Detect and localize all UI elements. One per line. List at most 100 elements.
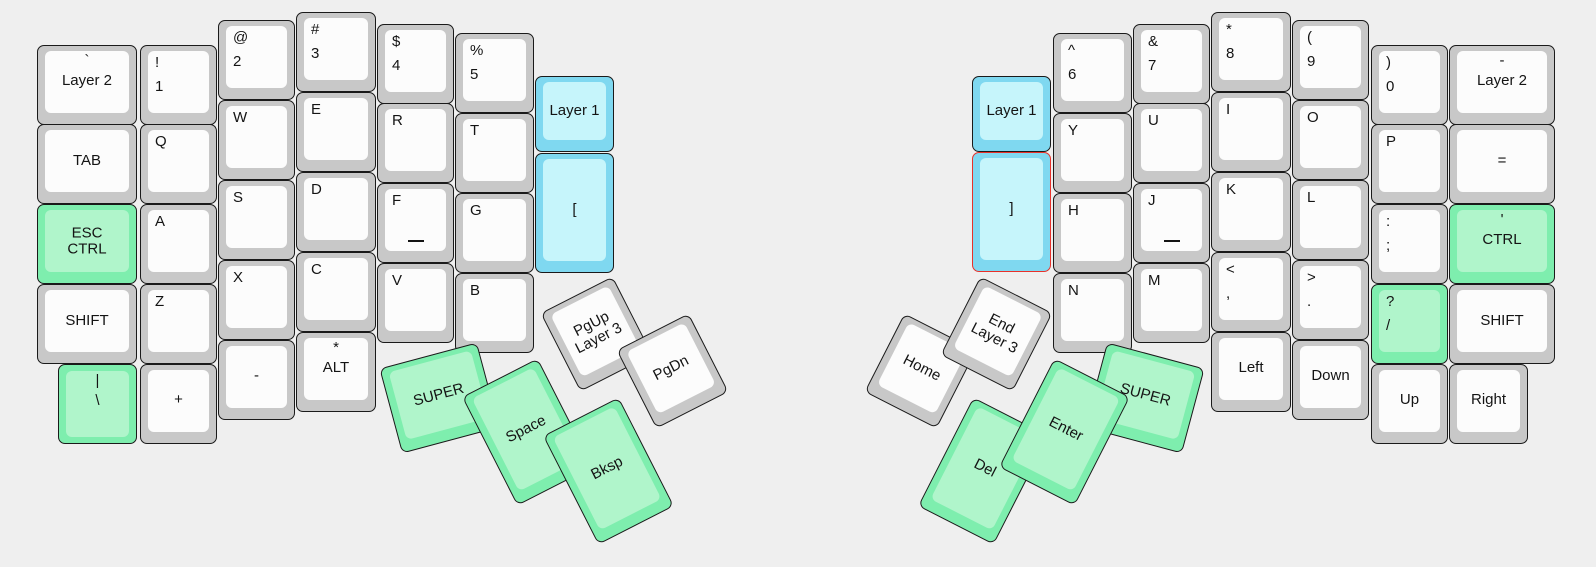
key-l-b[interactable]: B xyxy=(455,273,534,353)
key-l-r[interactable]: R xyxy=(377,103,454,183)
key-r-rbracket[interactable]: ] xyxy=(972,152,1051,272)
keycap-face: B xyxy=(463,279,526,341)
key-l-alt[interactable]: *ALT xyxy=(296,332,376,412)
key-r-9[interactable]: (9 xyxy=(1292,20,1369,100)
key-legend-primary: A xyxy=(155,213,166,230)
key-l-lbracket[interactable]: [ xyxy=(535,153,614,273)
key-r-0[interactable]: )0 xyxy=(1371,45,1448,125)
key-l-g[interactable]: G xyxy=(455,193,534,273)
key-r-8[interactable]: *8 xyxy=(1211,12,1291,92)
keycap-face: = xyxy=(1457,130,1547,192)
key-legend-primary: . xyxy=(1307,293,1312,310)
key-r-6[interactable]: ^6 xyxy=(1053,33,1132,113)
key-l-z[interactable]: Z xyxy=(140,284,217,364)
key-l-t[interactable]: T xyxy=(455,113,534,193)
key-l-tab[interactable]: TAB xyxy=(37,124,137,204)
key-legend-primary: X xyxy=(233,269,244,286)
key-l-layer2[interactable]: `Layer 2 xyxy=(37,45,137,125)
homing-bar xyxy=(1163,240,1180,242)
key-legend-secondary: | xyxy=(95,372,100,389)
keycap-face: :; xyxy=(1379,210,1440,272)
key-l-q[interactable]: Q xyxy=(140,124,217,204)
key-l-s[interactable]: S xyxy=(218,180,295,260)
key-r-comma[interactable]: <, xyxy=(1211,252,1291,332)
key-legend-primary: 8 xyxy=(1226,45,1235,62)
key-l-a[interactable]: A xyxy=(140,204,217,284)
key-legend-primary: + xyxy=(174,391,183,408)
key-legend-primary: ; xyxy=(1386,237,1391,254)
key-legend-primary: - xyxy=(254,367,259,384)
key-legend-primary: Enter xyxy=(1046,413,1086,445)
key-r-u[interactable]: U xyxy=(1133,103,1210,183)
key-r-slash[interactable]: ?/ xyxy=(1371,284,1448,364)
key-r-semi[interactable]: :; xyxy=(1371,204,1448,284)
key-l-d[interactable]: D xyxy=(296,172,376,252)
key-legend-primary: J xyxy=(1148,192,1156,209)
keycap-face: O xyxy=(1300,106,1361,168)
key-legend-primary: ] xyxy=(1009,200,1014,218)
key-l-e[interactable]: E xyxy=(296,92,376,172)
key-r-m[interactable]: M xyxy=(1133,263,1210,343)
key-r-equal[interactable]: = xyxy=(1449,124,1555,204)
key-legend-primary: V xyxy=(392,272,403,289)
key-legend-secondary: ? xyxy=(1386,293,1395,310)
keycap-face: U xyxy=(1141,109,1202,171)
key-l-x[interactable]: X xyxy=(218,260,295,340)
keycap-face: %5 xyxy=(463,39,526,101)
key-r-o[interactable]: O xyxy=(1292,100,1369,180)
key-r-shift[interactable]: SHIFT xyxy=(1449,284,1555,364)
key-l-v[interactable]: V xyxy=(377,263,454,343)
key-l-plus[interactable]: + xyxy=(140,364,217,444)
key-l-minus[interactable]: - xyxy=(218,340,295,420)
key-l-shift[interactable]: SHIFT xyxy=(37,284,137,364)
key-l-w[interactable]: W xyxy=(218,100,295,180)
key-legend-primary: Layer 2 xyxy=(1476,72,1528,89)
keycap-face: F xyxy=(385,189,446,251)
key-legend-primary: [ xyxy=(572,201,577,219)
key-legend-primary: CTRL xyxy=(1482,231,1522,248)
key-r-y[interactable]: Y xyxy=(1053,113,1132,193)
key-r-n[interactable]: N xyxy=(1053,273,1132,353)
key-l-5[interactable]: %5 xyxy=(455,33,534,113)
keycap-face: A xyxy=(148,210,209,272)
key-l-pipe[interactable]: |\ xyxy=(58,364,137,444)
key-r-i[interactable]: I xyxy=(1211,92,1291,172)
keycap-face: V xyxy=(385,269,446,331)
key-legend-secondary: * xyxy=(1226,21,1232,38)
key-legend-primary: 5 xyxy=(470,66,479,83)
key-r-h[interactable]: H xyxy=(1053,193,1132,273)
key-l-3[interactable]: #3 xyxy=(296,12,376,92)
key-r-right[interactable]: Right xyxy=(1449,364,1528,444)
key-r-layer1[interactable]: Layer 1 xyxy=(972,76,1051,152)
key-legend-secondary: ( xyxy=(1307,29,1312,46)
key-l-layer1[interactable]: Layer 1 xyxy=(535,76,614,152)
key-legend-primary: W xyxy=(233,109,248,126)
key-legend-primary: K xyxy=(1226,181,1237,198)
key-r-down[interactable]: Down xyxy=(1292,340,1369,420)
keycap-face: SHIFT xyxy=(45,290,129,352)
key-r-7[interactable]: &7 xyxy=(1133,24,1210,104)
key-legend-primary: Down xyxy=(1311,367,1350,384)
key-legend-primary: 0 xyxy=(1386,78,1395,95)
key-r-p[interactable]: P xyxy=(1371,124,1448,204)
key-r-left[interactable]: Left xyxy=(1211,332,1291,412)
key-legend-primary: 7 xyxy=(1148,57,1157,74)
key-r-up[interactable]: Up xyxy=(1371,364,1448,444)
key-r-layer2[interactable]: -Layer 2 xyxy=(1449,45,1555,125)
key-r-j[interactable]: J xyxy=(1133,183,1210,263)
key-l-f[interactable]: F xyxy=(377,183,454,263)
key-r-k[interactable]: K xyxy=(1211,172,1291,252)
key-r-period[interactable]: >. xyxy=(1292,260,1369,340)
key-legend-secondary: ^ xyxy=(1068,42,1076,59)
key-r-l[interactable]: L xyxy=(1292,180,1369,260)
key-legend-secondary: : xyxy=(1386,213,1391,230)
key-l-2[interactable]: @2 xyxy=(218,20,295,100)
key-r-ctrl[interactable]: 'CTRL xyxy=(1449,204,1555,284)
key-legend-primary: Up xyxy=(1399,391,1420,408)
keycap-face: #3 xyxy=(304,18,368,80)
key-l-c[interactable]: C xyxy=(296,252,376,332)
